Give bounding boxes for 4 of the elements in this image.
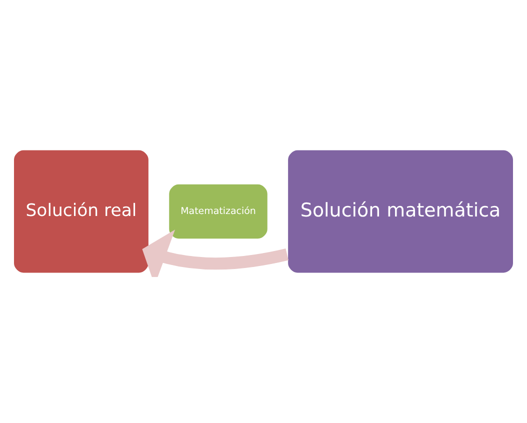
node-box: Solución real <box>12 148 150 274</box>
node-box: Solución matemática <box>286 148 515 274</box>
arrow <box>142 230 288 277</box>
node-box: Matematización <box>167 182 270 240</box>
